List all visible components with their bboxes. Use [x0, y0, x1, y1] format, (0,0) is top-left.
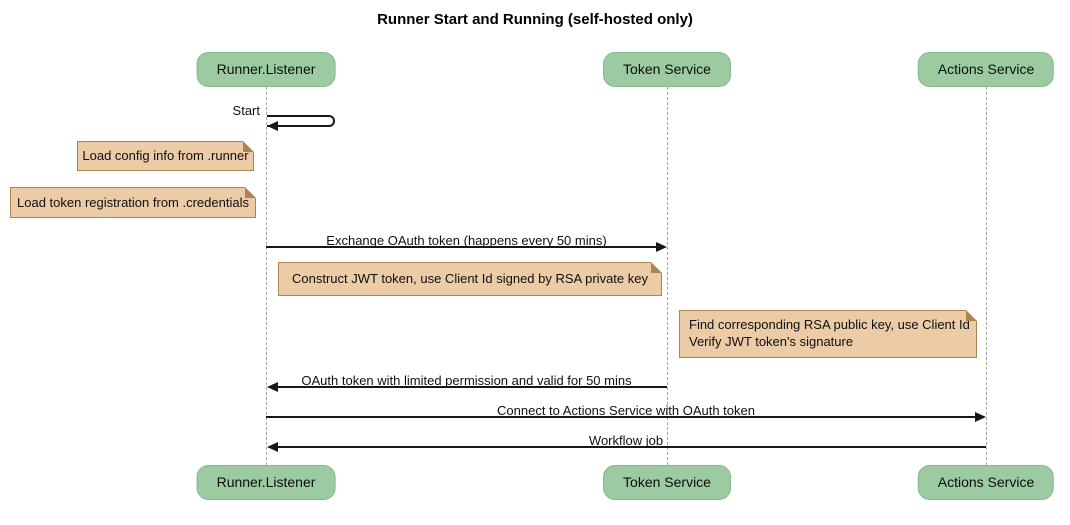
message-label-connect-actions: Connect to Actions Service with OAuth to…: [497, 403, 755, 418]
participant-actions-service-bottom: Actions Service: [917, 465, 1055, 500]
message-label-exchange-oauth: Exchange OAuth token (happens every 50 m…: [326, 233, 607, 248]
note-load-token-registration: Load token registration from .credential…: [10, 187, 256, 218]
arrowhead-start: [267, 121, 278, 131]
message-line-connect-actions: [266, 416, 980, 418]
message-label-workflow-job: Workflow job: [588, 433, 664, 448]
arrowhead-workflow-job: [267, 442, 278, 452]
arrowhead-exchange-oauth: [656, 242, 667, 252]
message-label-oauth-token-reply: OAuth token with limited permission and …: [301, 373, 632, 388]
message-line-workflow-job: [272, 446, 986, 448]
note-verify-jwt-line-1: Find corresponding RSA public key, use C…: [689, 317, 970, 332]
self-message-loop: [267, 115, 335, 127]
note-verify-jwt: Find corresponding RSA public key, use C…: [679, 310, 977, 358]
note-construct-jwt: Construct JWT token, use Client Id signe…: [278, 262, 662, 296]
diagram-title: Runner Start and Running (self-hosted on…: [377, 11, 693, 28]
participant-token-service-bottom: Token Service: [603, 465, 731, 500]
message-line-oauth-token-reply: [272, 386, 667, 388]
lifeline-runner-listener: [266, 87, 267, 465]
lifeline-token-service: [667, 87, 668, 465]
participant-token-service-top: Token Service: [603, 52, 731, 87]
lifeline-actions-service: [986, 87, 987, 465]
note-verify-jwt-line-2: Verify JWT token's signature: [689, 333, 854, 349]
arrowhead-connect-actions: [975, 412, 986, 422]
message-line-exchange-oauth: [266, 246, 661, 248]
participant-runner-listener-bottom: Runner.Listener: [196, 465, 336, 500]
participant-actions-service-top: Actions Service: [917, 52, 1055, 87]
participant-runner-listener-top: Runner.Listener: [196, 52, 336, 87]
arrowhead-oauth-token-reply: [267, 382, 278, 392]
message-label-start: Start: [232, 103, 260, 118]
note-load-config: Load config info from .runner: [77, 141, 254, 171]
